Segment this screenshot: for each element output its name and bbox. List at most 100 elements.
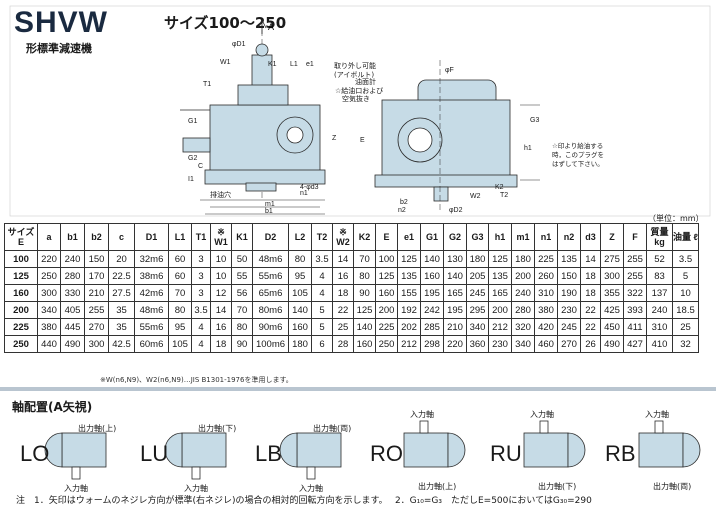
table-cell: 255 bbox=[623, 250, 647, 268]
eyebolt bbox=[255, 43, 269, 57]
column-header: n1 bbox=[534, 223, 558, 251]
base-plate bbox=[204, 169, 326, 185]
table-cell: 225 bbox=[375, 318, 398, 336]
column-header: G1 bbox=[420, 223, 444, 251]
column-header: E bbox=[375, 223, 398, 251]
svg-text:(アイボルト): (アイボルト) bbox=[334, 71, 374, 79]
table-cell: 4 bbox=[191, 318, 211, 336]
input-shaft-label: 入力軸 bbox=[64, 484, 88, 493]
table-cell: 20 bbox=[108, 250, 135, 268]
eyebolt-note: 取り外し可能 bbox=[334, 61, 376, 70]
table-cell: 160 bbox=[375, 284, 398, 302]
column-header: G2 bbox=[443, 223, 467, 251]
unit-note: （単位：mm） bbox=[648, 214, 704, 223]
table-cell: 355 bbox=[600, 284, 624, 302]
table-cell: 250 bbox=[37, 267, 61, 285]
table-cell: 250 bbox=[375, 335, 398, 353]
table-cell: 322 bbox=[623, 284, 647, 302]
table-cell: 10 bbox=[210, 250, 232, 268]
table-cell: 380 bbox=[534, 301, 558, 319]
table-cell: 55m6 bbox=[252, 267, 289, 285]
table-cell: 180 bbox=[466, 250, 489, 268]
table-cell: 125 bbox=[375, 267, 398, 285]
table-cell: 245 bbox=[466, 284, 489, 302]
arrangement-code: RB bbox=[605, 441, 636, 466]
svg-text:e1: e1 bbox=[306, 61, 314, 68]
table-cell: 48m6 bbox=[252, 250, 289, 268]
table-cell: 460 bbox=[534, 335, 558, 353]
table-cell: 18 bbox=[580, 284, 601, 302]
table-cell: 3.5 bbox=[311, 250, 333, 268]
table-cell: 32 bbox=[672, 335, 699, 353]
arrangement-code: LO bbox=[20, 441, 50, 466]
drain-port bbox=[245, 182, 277, 192]
column-header: b2 bbox=[84, 223, 109, 251]
table-cell: 3 bbox=[191, 267, 211, 285]
column-header: K1 bbox=[231, 223, 253, 251]
table-cell: 52 bbox=[646, 250, 673, 268]
table-cell: 380 bbox=[37, 318, 61, 336]
table-cell: 310 bbox=[534, 284, 558, 302]
column-header: e1 bbox=[397, 223, 421, 251]
table-cell: 260 bbox=[534, 267, 558, 285]
table-cell: 210 bbox=[443, 318, 467, 336]
input-shaft-label: 入力軸 bbox=[645, 410, 669, 419]
column-header: G3 bbox=[466, 223, 489, 251]
arrangement-diagram bbox=[44, 432, 107, 480]
column-header: Z bbox=[600, 223, 624, 251]
svg-text:T1: T1 bbox=[203, 81, 211, 88]
table-cell: 195 bbox=[420, 284, 444, 302]
table-cell: 100m6 bbox=[252, 335, 289, 353]
table-cell: 18.5 bbox=[672, 301, 699, 319]
table-cell: 202 bbox=[397, 318, 421, 336]
table-cell: 220 bbox=[37, 250, 61, 268]
svg-text:T2: T2 bbox=[500, 192, 508, 199]
separator bbox=[0, 387, 716, 391]
table-cell: 150 bbox=[84, 250, 109, 268]
svg-text:I1: I1 bbox=[188, 176, 194, 183]
table-cell: 80 bbox=[231, 318, 253, 336]
table-cell: 105 bbox=[168, 335, 192, 353]
input-shaft-label: 入力軸 bbox=[410, 410, 434, 419]
table-cell: 160 bbox=[288, 318, 312, 336]
size-cell: 160 bbox=[4, 284, 38, 302]
table-cell: 42m6 bbox=[134, 284, 169, 302]
table-cell: 42.5 bbox=[108, 335, 135, 353]
table-cell: 135 bbox=[488, 267, 512, 285]
table-cell: 83 bbox=[646, 267, 673, 285]
table-cell: 440 bbox=[37, 335, 61, 353]
column-header: c bbox=[108, 223, 135, 251]
table-cell: 26 bbox=[580, 335, 601, 353]
table-cell: 160 bbox=[420, 267, 444, 285]
table-cell: 180 bbox=[288, 335, 312, 353]
table-cell: 135 bbox=[557, 250, 581, 268]
table-cell: 140 bbox=[288, 301, 312, 319]
table-cell: 6 bbox=[311, 335, 333, 353]
table-cell: 427 bbox=[623, 335, 647, 353]
table-cell: 200 bbox=[488, 301, 512, 319]
table-cell: 200 bbox=[511, 267, 535, 285]
table-cell: 165 bbox=[488, 284, 512, 302]
arrangement-diagram bbox=[279, 432, 342, 480]
arrangement-diagram bbox=[403, 420, 466, 468]
left-view bbox=[180, 19, 326, 215]
table-cell: 450 bbox=[600, 318, 624, 336]
table-cell: 270 bbox=[557, 335, 581, 353]
table-cell: 60 bbox=[168, 267, 192, 285]
table-cell: 55 bbox=[231, 267, 253, 285]
column-header: m1 bbox=[511, 223, 535, 251]
table-cell: 300 bbox=[37, 284, 61, 302]
table-cell: 22 bbox=[580, 301, 601, 319]
column-header: ※ W1 bbox=[210, 223, 232, 251]
column-header: 質量 kg bbox=[646, 223, 673, 251]
svg-text:排油穴: 排油穴 bbox=[210, 190, 231, 199]
table-cell: 3.5 bbox=[191, 301, 211, 319]
column-header: ※ W2 bbox=[332, 223, 354, 251]
